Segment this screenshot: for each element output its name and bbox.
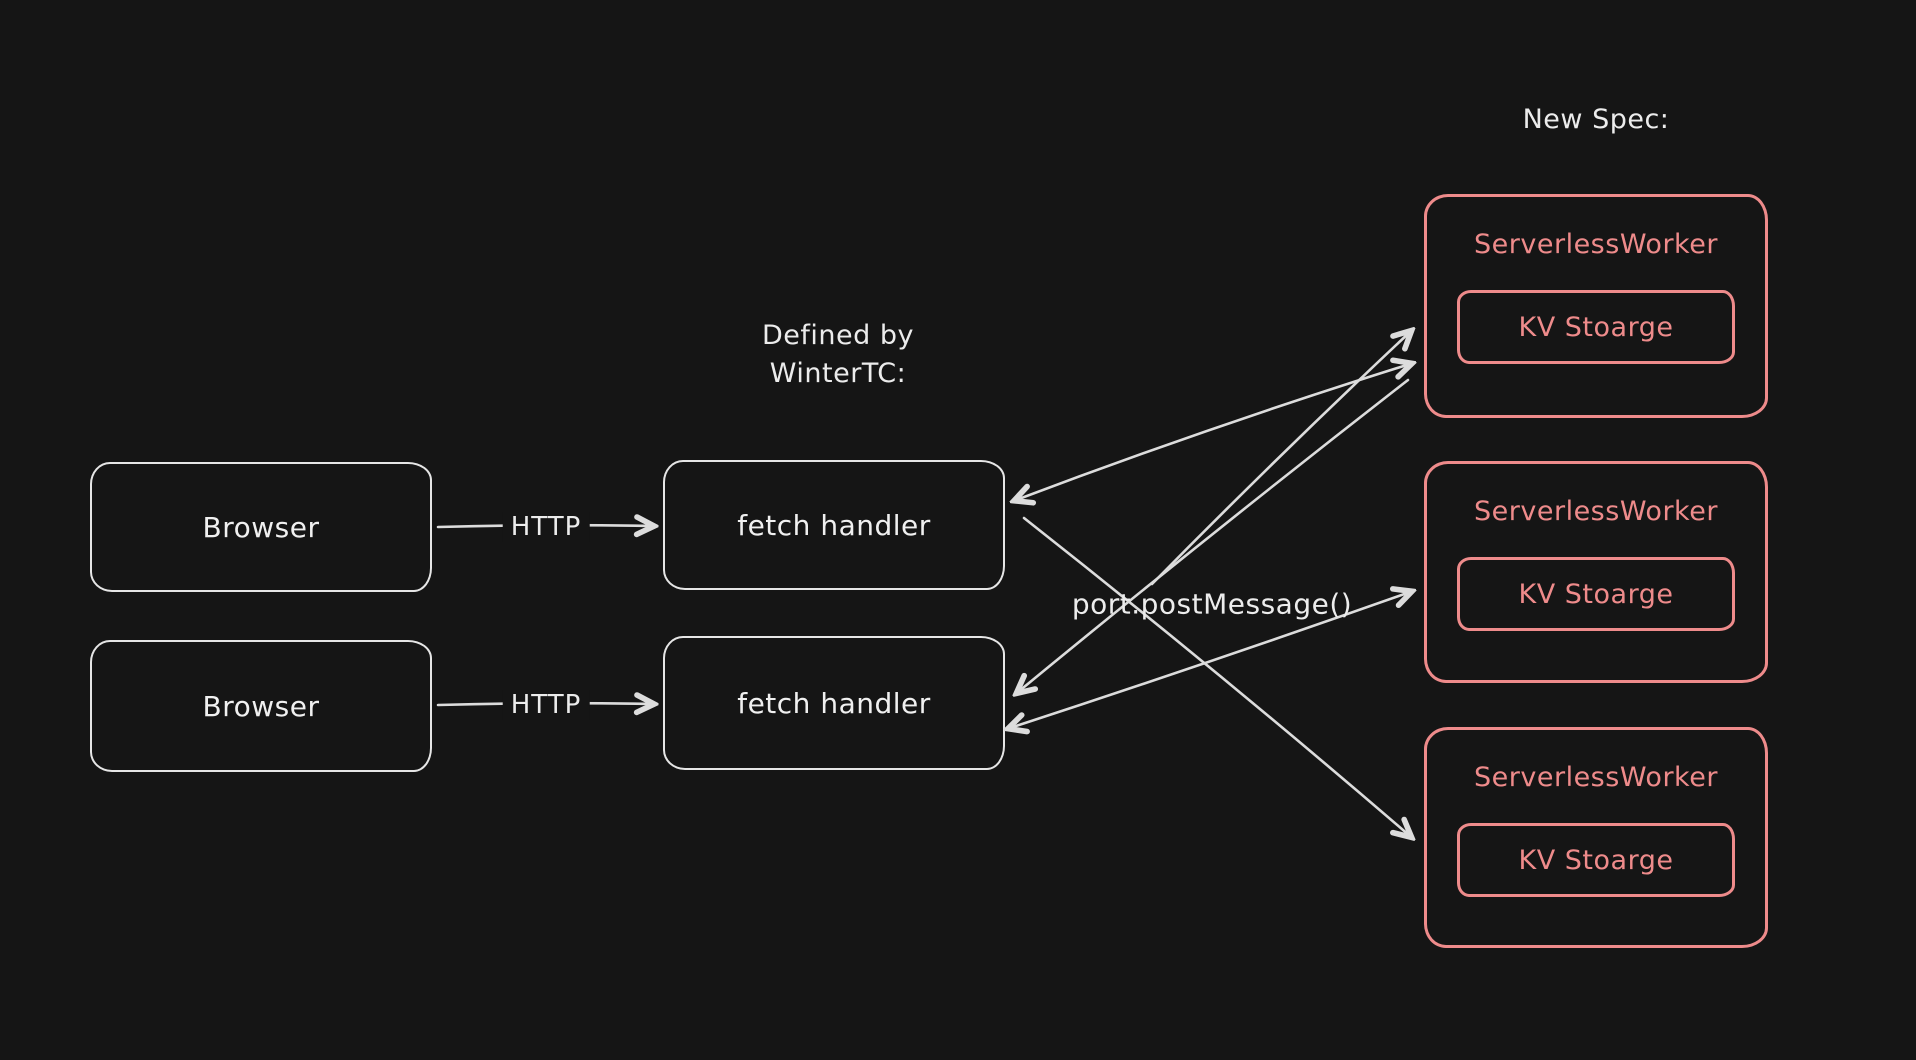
browser-node-2: Browser bbox=[90, 640, 432, 772]
new-spec-heading: New Spec: bbox=[1522, 104, 1670, 135]
serverless-worker-node-3: ServerlessWorker KV Stoarge bbox=[1424, 727, 1768, 948]
arrow-fetch1-to-worker3 bbox=[1022, 516, 1410, 836]
serverless-worker-2-label: ServerlessWorker bbox=[1474, 496, 1718, 527]
serverless-worker-3-label: ServerlessWorker bbox=[1474, 762, 1718, 793]
serverless-worker-node-1: ServerlessWorker KV Stoarge bbox=[1424, 194, 1768, 418]
browser-node-2-label: Browser bbox=[202, 689, 320, 723]
defined-by-heading-line2: WinterTC: bbox=[769, 358, 907, 389]
kv-storage-box-3: KV Stoarge bbox=[1457, 823, 1735, 897]
fetch-handler-node-1-label: fetch handler bbox=[737, 508, 931, 542]
fetch-handler-node-1: fetch handler bbox=[663, 460, 1005, 590]
browser-node-1-label: Browser bbox=[202, 510, 320, 544]
kv-storage-1-label: KV Stoarge bbox=[1518, 311, 1674, 343]
http-label-top: HTTP bbox=[502, 512, 590, 542]
serverless-worker-node-2: ServerlessWorker KV Stoarge bbox=[1424, 461, 1768, 683]
kv-storage-2-label: KV Stoarge bbox=[1518, 578, 1674, 610]
arrow-worker1-to-fetch2 bbox=[1018, 378, 1410, 692]
arrow-postmessage-to-worker1 bbox=[1150, 332, 1410, 586]
kv-storage-3-label: KV Stoarge bbox=[1518, 844, 1674, 876]
defined-by-heading-line1: Defined by bbox=[762, 320, 914, 351]
arrow-fetch1-worker1-bidirectional bbox=[1016, 364, 1410, 500]
fetch-handler-node-2-label: fetch handler bbox=[737, 686, 931, 720]
kv-storage-box-1: KV Stoarge bbox=[1457, 290, 1735, 364]
post-message-label: port.postMessage() bbox=[1071, 587, 1353, 621]
serverless-worker-1-label: ServerlessWorker bbox=[1474, 229, 1718, 260]
browser-node-1: Browser bbox=[90, 462, 432, 592]
http-label-bottom: HTTP bbox=[502, 690, 590, 720]
kv-storage-box-2: KV Stoarge bbox=[1457, 557, 1735, 631]
fetch-handler-node-2: fetch handler bbox=[663, 636, 1005, 770]
